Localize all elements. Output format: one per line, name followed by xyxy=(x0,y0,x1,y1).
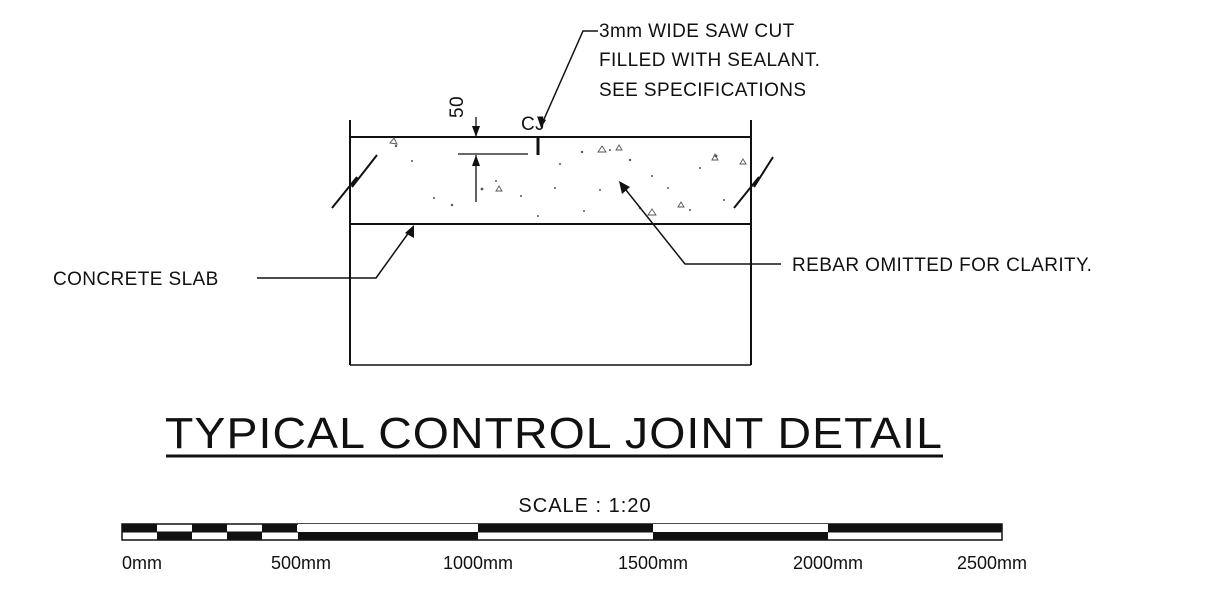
rebar-leader-arrow xyxy=(619,181,630,194)
concrete-slab-label: CONCRETE SLAB xyxy=(53,269,219,290)
aggregate-hatch xyxy=(394,144,725,217)
scale-tick-1500: 1500mm xyxy=(618,553,688,573)
depth-dim-arrow-down xyxy=(472,126,480,137)
scale-tick-1000: 1000mm xyxy=(443,553,513,573)
aggregate-triangles xyxy=(389,137,747,216)
scale-tick-2500: 2500mm xyxy=(957,553,1027,573)
scale-tick-2000: 2000mm xyxy=(793,553,863,573)
scale-ticks: 0mm 500mm 1000mm 1500mm 2000mm 2500mm xyxy=(122,553,1027,573)
concrete-leader-arrow xyxy=(405,225,414,238)
depth-dimension xyxy=(458,117,528,202)
scale-bar xyxy=(121,523,1003,541)
break-mark-right xyxy=(733,156,774,209)
title-text: TYPICAL CONTROL JOINT DETAIL xyxy=(165,409,943,458)
break-mark-left xyxy=(331,154,378,209)
saw-cut-leader-arrow xyxy=(537,116,546,128)
scale-tick-500: 500mm xyxy=(271,553,331,573)
rebar-leader-line xyxy=(621,184,781,265)
break-marks xyxy=(331,154,774,209)
concrete-leader-line xyxy=(257,227,413,279)
cj-label: CJ xyxy=(521,114,545,135)
saw-cut-note-line-1: 3mm WIDE SAW CUT xyxy=(599,21,795,42)
saw-cut-note-line-2: FILLED WITH SEALANT. xyxy=(599,50,820,71)
concrete-leader xyxy=(257,225,414,279)
drawing-title: TYPICAL CONTROL JOINT DETAIL xyxy=(165,409,943,458)
depth-dim-arrow-up xyxy=(472,155,480,166)
saw-cut-note-line-3: SEE SPECIFICATIONS xyxy=(599,80,806,101)
rebar-leader xyxy=(619,181,781,265)
saw-cut-leader xyxy=(537,30,598,128)
saw-cut-leader-line xyxy=(540,30,598,127)
slab-section xyxy=(349,120,752,366)
scale-label: SCALE : 1:20 xyxy=(518,495,651,517)
depth-label: 50 xyxy=(447,96,468,118)
scale-tick-0: 0mm xyxy=(122,553,162,573)
rebar-note: REBAR OMITTED FOR CLARITY. xyxy=(792,255,1092,276)
